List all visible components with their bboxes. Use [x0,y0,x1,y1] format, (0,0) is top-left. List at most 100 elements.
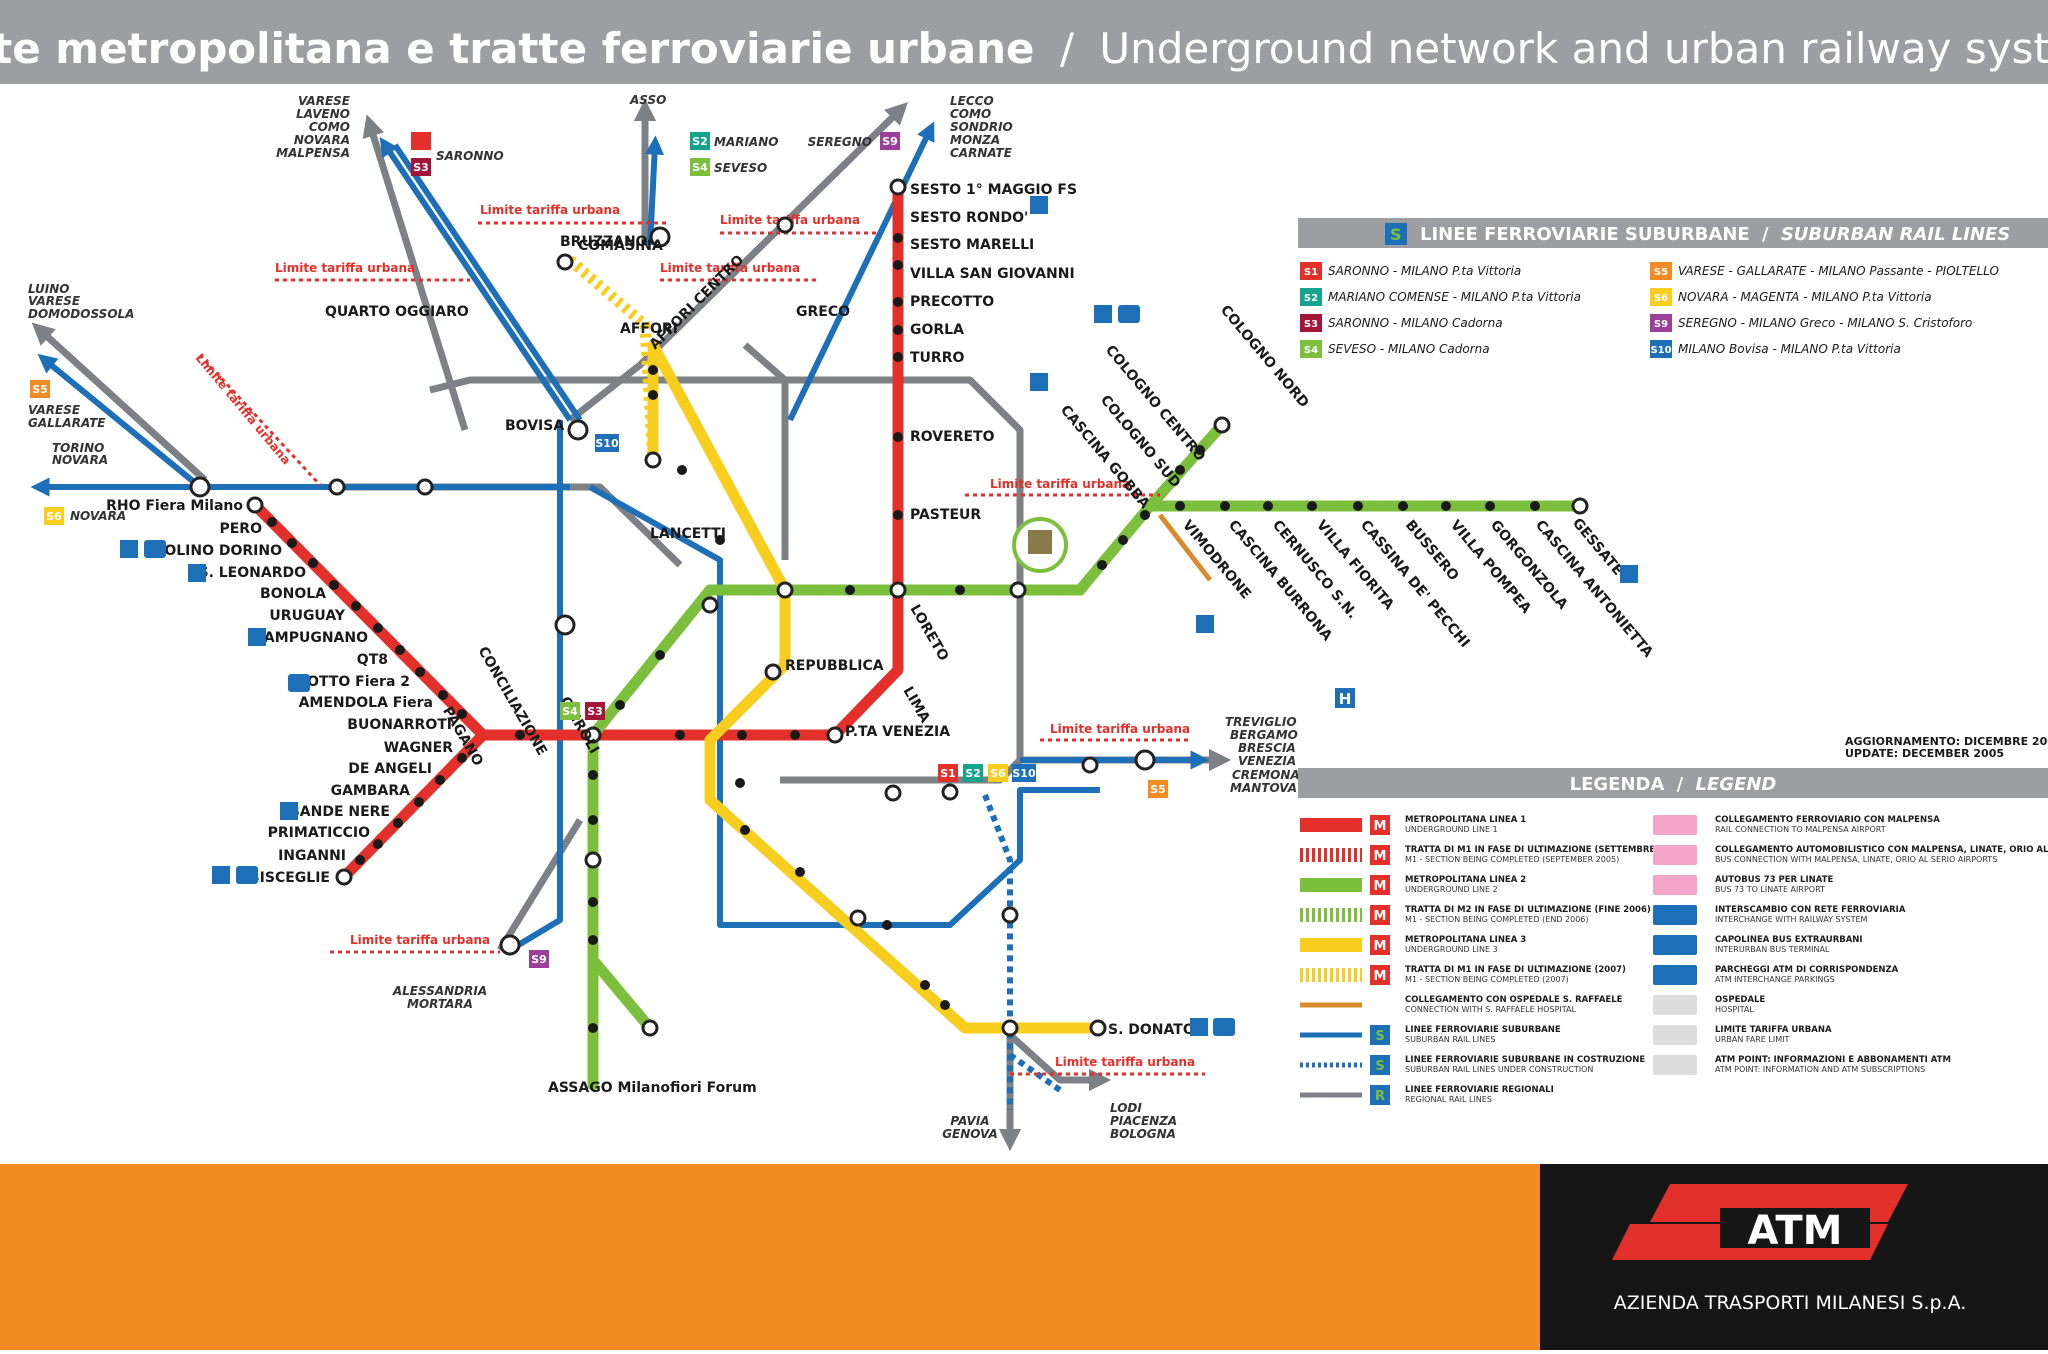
svg-text:AGGIORNAMENTO: DICEMBRE 2005: AGGIORNAMENTO: DICEMBRE 2005 [1845,735,2048,748]
svg-text:PAVIA: PAVIA [950,1114,989,1128]
svg-text:PRECOTTO: PRECOTTO [910,294,994,310]
svg-text:S6: S6 [990,767,1006,780]
svg-text:LECCO: LECCO [950,94,994,108]
legend-item-airport-bus-icon: COLLEGAMENTO AUTOMOBILISTICO CON MALPENS… [1653,845,2048,865]
rail-lodi-line [1007,1032,1112,1092]
svg-text:BISCEGLIE: BISCEGLIE [249,870,330,886]
legend-label-en: RAIL CONNECTION TO MALPENSA AIRPORT [1715,825,1886,834]
legend-label-en: SUBURBAN RAIL LINES [1405,1035,1495,1044]
svg-text:COMO: COMO [950,107,991,121]
svg-text:Limite tariffa urbana: Limite tariffa urbana [275,261,415,275]
m3-under-construction [566,255,659,461]
svg-text:S9: S9 [531,953,547,966]
legend-label-en: URBAN FARE LIMIT [1715,1035,1789,1044]
svg-text:M: M [1374,969,1387,984]
svg-text:S. DONATO: S. DONATO [1108,1022,1195,1038]
svg-text:PIACENZA: PIACENZA [1110,1114,1177,1128]
suburban-under-construction [982,793,1013,1110]
title-separator: / [1060,24,1075,73]
svg-text:ROVERETO: ROVERETO [910,429,995,445]
svg-text:DOMODOSSOLA: DOMODOSSOLA [28,307,134,321]
svg-text:BRUZZANO: BRUZZANO [560,234,648,250]
svg-text:BOLOGNA: BOLOGNA [1110,1127,1176,1141]
atm-logo-text: ATM [1748,1208,1843,1254]
svg-text:LUINO: LUINO [28,282,69,296]
legend-label-it: CAPOLINEA BUS EXTRAURBANI [1715,935,1863,945]
suburban-line-code: S10 [1650,345,1671,356]
atm-logo-box: ATM AZIENDA TRASPORTI MILANESI S.p.A. [1540,1164,2048,1350]
svg-text:CREMONA: CREMONA [1232,768,1300,782]
rail-lecco-line [567,102,908,423]
suburban-line-route: MILANO Bovisa - MILANO P.ta Vittoria [1678,342,1901,356]
svg-text:Limite tariffa urbana: Limite tariffa urbana [660,261,800,275]
m2-station-dots[interactable] [588,445,1540,1033]
legend-label-it: COLLEGAMENTO CON OSPEDALE S. RAFFAELE [1405,995,1623,1005]
legend-label-it: TRATTA DI M1 IN FASE DI ULTIMAZIONE (SET… [1405,845,1686,855]
legend-label-en: ATM POINT: INFORMATION AND ATM SUBSCRIPT… [1715,1065,1925,1074]
m1-trunk [477,179,904,741]
svg-text:LORETO: LORETO [907,602,952,664]
legend-item-info-icon: ATM POINT: INFORMAZIONI E ABBONAMENTI AT… [1653,1055,1951,1075]
svg-text:TURRO: TURRO [910,350,964,366]
svg-text:SARONNO: SARONNO [436,149,504,163]
m1-station-dots[interactable] [267,233,903,865]
bus-73-linate-icon [1653,875,1697,895]
legend-panel: LEGENDA / LEGEND [1298,768,2048,798]
svg-text:MONZA: MONZA [950,133,1000,147]
parking-icons [120,196,1638,1036]
svg-text:VENEZIA: VENEZIA [1238,754,1296,768]
legend-label-en: M1 - SECTION BEING COMPLETED (2007) [1405,975,1569,984]
svg-text:PRIMATICCIO: PRIMATICCIO [268,825,370,841]
svg-text:S4: S4 [562,705,578,718]
legend-label-en: BUS 73 TO LINATE AIRPORT [1715,885,1825,894]
legend-label-en: BUS CONNECTION WITH MALPENSA, LINATE, OR… [1715,855,1997,864]
legend-label-it: LINEE FERROVIARIE SUBURBANE IN COSTRUZIO… [1405,1055,1645,1065]
m3-station-dots[interactable] [648,365,950,1010]
legend-label-it: OSPEDALE [1715,995,1765,1005]
svg-text:UPDATE: DECEMBER 2005: UPDATE: DECEMBER 2005 [1845,747,2004,760]
svg-text:PASTEUR: PASTEUR [910,507,981,523]
metro-map[interactable]: Limite tariffa urbana Limite tariffa urb… [0,84,2048,1164]
rail-varese-line [362,114,469,432]
svg-text:BERGAMO: BERGAMO [1230,728,1298,742]
interchange-stations[interactable] [189,178,1589,1037]
suburban-rail-lines [30,121,1210,953]
svg-text:S: S [1375,1029,1384,1044]
svg-text:Limite tariffa urbana: Limite tariffa urbana [193,351,294,467]
legend-label-it: INTERSCAMBIO CON RETE FERROVIARIA [1715,905,1906,915]
svg-text:S3: S3 [413,161,429,174]
legend-label-en: M1 - SECTION BEING COMPLETED (SEPTEMBER … [1405,855,1619,864]
svg-text:URUGUAY: URUGUAY [269,608,345,624]
svg-text:WAGNER: WAGNER [384,740,453,756]
svg-text:S4: S4 [692,161,708,174]
svg-text:Limite tariffa urbana: Limite tariffa urbana [1050,722,1190,736]
airport-bus-icon [1653,845,1697,865]
legend-label-it: METROPOLITANA LINEA 2 [1405,875,1526,885]
svg-text:COLOGNO NORD: COLOGNO NORD [1217,302,1312,411]
update-note: AGGIORNAMENTO: DICEMBRE 2005 UPDATE: DEC… [1845,735,2048,760]
svg-text:MOLINO DORINO: MOLINO DORINO [150,543,282,559]
suburban-line-route: NOVARA - MAGENTA - MILANO P.ta Vittoria [1678,290,1932,304]
legend-label-it: AUTOBUS 73 PER LINATE [1715,875,1833,885]
svg-text:BUONARROTI: BUONARROTI [347,717,452,733]
svg-text:GALLARATE: GALLARATE [28,416,106,430]
legend-label-it: COLLEGAMENTO AUTOMOBILISTICO CON MALPENS… [1715,845,2048,855]
legend-label-en: INTERURBAN BUS TERMINAL [1715,945,1830,954]
svg-text:MALPENSA: MALPENSA [276,146,350,160]
legend-label-it: LINEE FERROVIARIE SUBURBANE [1405,1025,1561,1035]
svg-text:S10: S10 [595,437,619,450]
legend-label-en: INTERCHANGE WITH RAILWAY SYSTEM [1715,915,1868,924]
rail-west-line [340,483,683,568]
bus-icons [144,305,1235,1036]
suburban-seregno-line [787,121,935,422]
svg-text:CONCILIAZIONE: CONCILIAZIONE [475,644,550,758]
svg-text:RHO Fiera Milano: RHO Fiera Milano [106,498,243,514]
svg-text:SONDRIO: SONDRIO [950,120,1013,134]
